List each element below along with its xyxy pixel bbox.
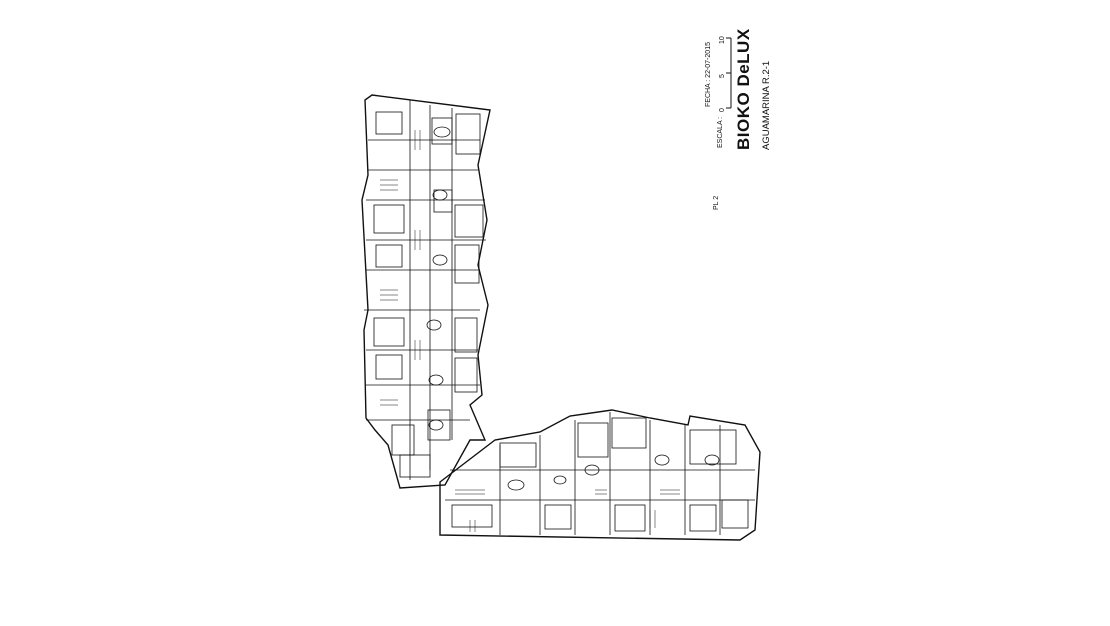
scale-label: ESCALA :	[717, 116, 724, 148]
sheet-label: PL 2	[713, 195, 720, 210]
vertical-wing-outline	[361, 94, 491, 489]
scale-tick-10: 10	[719, 36, 726, 44]
building-name: AGUAMARINA R.2-1	[761, 60, 772, 150]
date-label: FECHA : 22-07-2015	[705, 42, 712, 107]
scale-tick-0: 0	[719, 108, 726, 112]
scale-tick-5: 5	[719, 74, 726, 78]
scale-bar	[726, 37, 732, 109]
project-title: BIOKO DeLUX	[734, 28, 753, 150]
horizontal-wing-outline	[439, 409, 761, 541]
